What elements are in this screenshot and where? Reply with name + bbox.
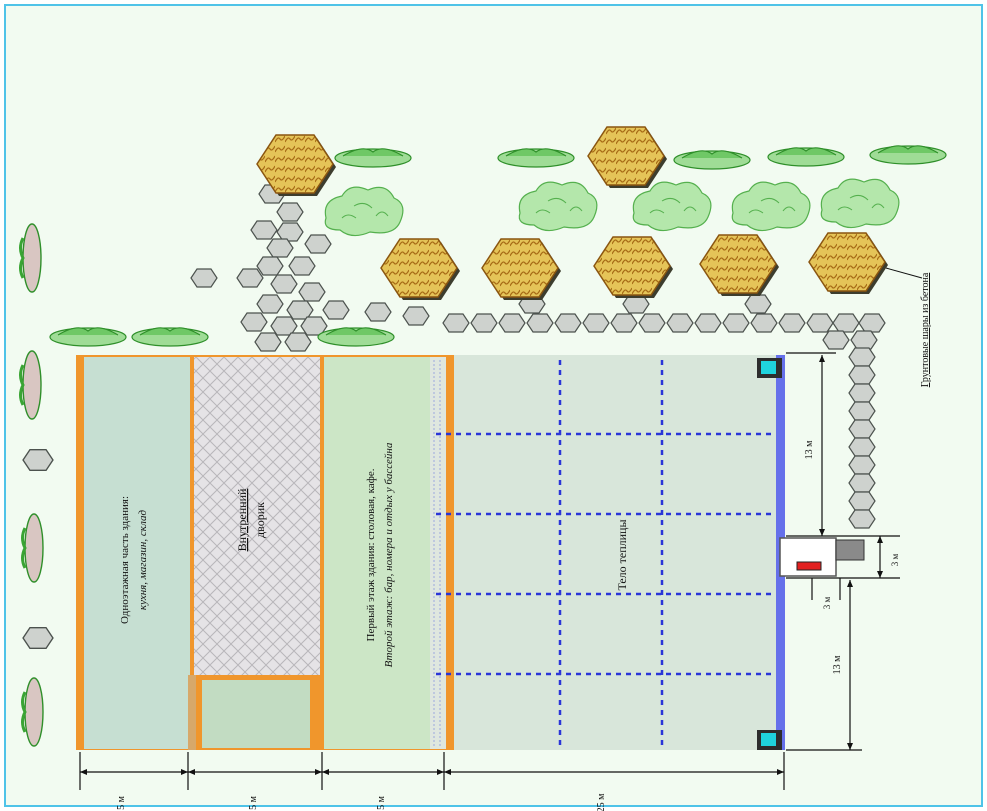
corner-post-fill xyxy=(761,733,776,746)
bush xyxy=(518,181,598,232)
zone-1-title: Одноэтажная часть здания: xyxy=(119,496,131,624)
tiled-flowerbed xyxy=(481,238,562,301)
tiled-flowerbed xyxy=(380,238,461,301)
bush xyxy=(324,186,404,237)
dim-entrance-depth: 3 м xyxy=(890,553,900,566)
shrub xyxy=(334,148,412,168)
bush xyxy=(820,178,900,229)
tree xyxy=(19,222,43,294)
dim-lower-wall: 13 м xyxy=(832,655,843,675)
tiled-flowerbed xyxy=(587,126,668,189)
path-legend-label: Грунтовые шары из бетона xyxy=(920,272,931,387)
courtyard-door xyxy=(188,675,196,750)
legend-leader xyxy=(885,267,923,279)
zone-3-title: Первый этаж здания: столовая, кафе. xyxy=(365,468,377,641)
paver-path-vertical xyxy=(848,347,876,529)
shrub xyxy=(317,327,395,347)
shrub xyxy=(497,148,575,168)
entrance-step xyxy=(835,539,865,561)
paver-path xyxy=(364,294,886,350)
tiled-flowerbed xyxy=(699,234,780,297)
tiled-flowerbed xyxy=(593,236,674,299)
shrub xyxy=(767,147,845,167)
zone-dining xyxy=(324,357,430,749)
shrub xyxy=(869,145,947,165)
corner-post-fill xyxy=(761,361,776,374)
shrub xyxy=(673,150,751,170)
dim-entrance-width: 3 м xyxy=(822,596,832,609)
bush xyxy=(731,181,811,232)
dim-upper-wall: 13 м xyxy=(804,440,815,460)
dim-zone2: 5 м xyxy=(248,795,259,810)
zone-3-subtitle: Второй этаж: бар, номера и отдых у бассе… xyxy=(383,442,395,667)
zone-kitchen-store xyxy=(84,357,190,749)
shrub xyxy=(49,327,127,347)
tree xyxy=(21,676,45,748)
shrub xyxy=(131,327,209,347)
zone-2-title: Внутренний xyxy=(235,488,249,551)
dim-greenhouse: 25 м xyxy=(596,793,607,811)
greenhouse-title: Тело теплицы xyxy=(615,519,629,590)
zone-1-subtitle: кухня, магазин, склад xyxy=(137,509,149,610)
entrance-door xyxy=(796,561,822,571)
tiled-flowerbed xyxy=(808,232,889,295)
bush xyxy=(632,181,712,232)
tree xyxy=(19,349,43,421)
greenhouse-grid xyxy=(436,360,776,748)
paver-stone xyxy=(22,626,54,650)
dim-zone3: 5 м xyxy=(376,795,387,810)
paver-stone xyxy=(22,448,54,472)
zone-courtyard xyxy=(194,357,320,675)
greenhouse-body xyxy=(454,355,784,750)
dimension-arrows xyxy=(80,355,883,775)
dim-zone1: 5 м xyxy=(116,795,127,810)
zone-2-subtitle: дворик xyxy=(253,502,267,538)
tree xyxy=(21,512,45,584)
courtyard-annex xyxy=(202,680,310,748)
gallery-strip xyxy=(430,357,446,749)
dimension-lines xyxy=(79,352,900,790)
